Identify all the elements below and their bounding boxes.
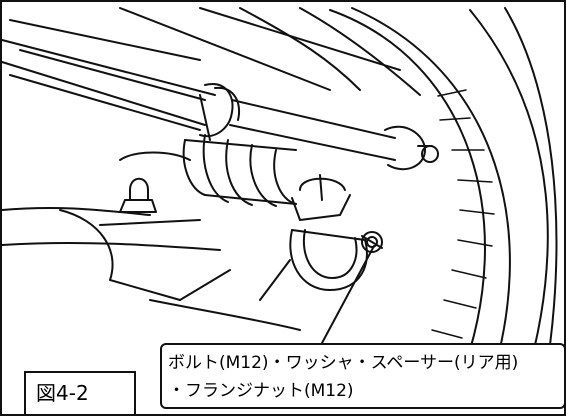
callout-line-1: ボルト(M12)・ワッシャ・スペーサー(リア用) — [168, 353, 519, 373]
figure-number: 図4-2 — [24, 371, 136, 414]
callout-label: ボルト(M12)・ワッシャ・スペーサー(リア用) ・フランジナット(M12) — [160, 343, 566, 409]
lower-left-body — [1, 151, 221, 301]
callout-line-2: ・フランジナット(M12) — [168, 381, 354, 401]
bracket-mount — [289, 174, 383, 291]
tie-rod — [1, 39, 439, 171]
lower-arm — [149, 259, 301, 331]
rubber-boot — [182, 134, 297, 207]
leader-line — [321, 245, 375, 344]
wheel-drum — [329, 7, 558, 406]
upper-frame — [9, 7, 421, 96]
